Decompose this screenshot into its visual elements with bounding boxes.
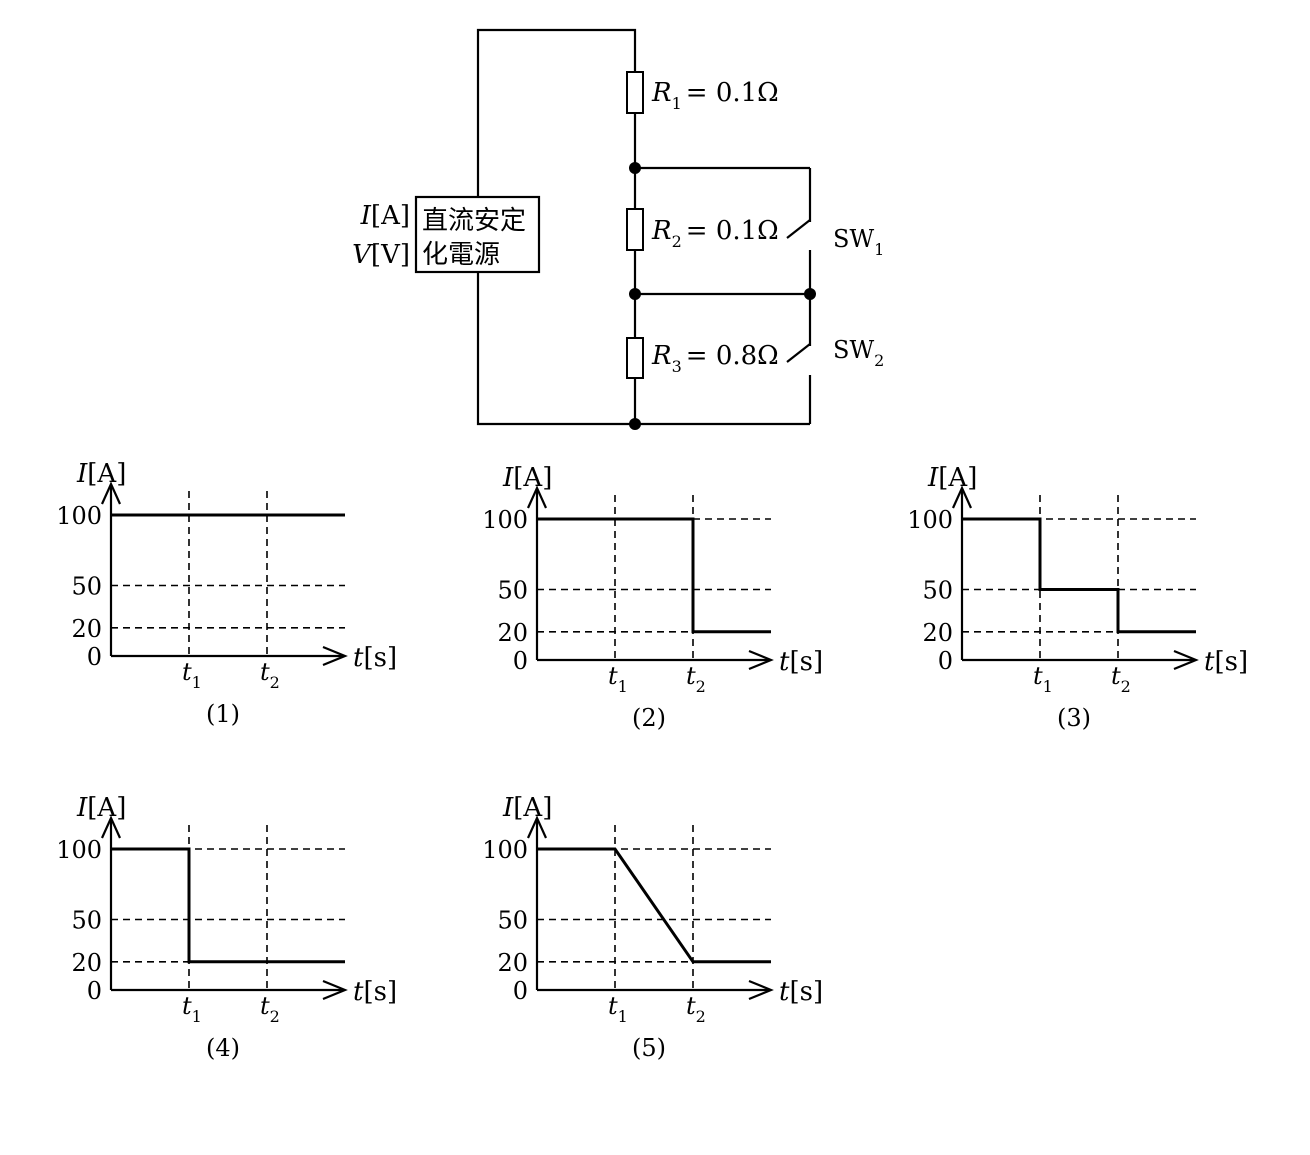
current-curve [537,847,771,964]
x-axis-label: t[s] [353,643,397,673]
x-tick-label-t1: t1 [1033,662,1053,696]
y-axis-arrow [526,485,548,509]
y-tick-label: 20 [497,949,528,977]
y-tick-label: 20 [71,615,102,643]
y-tick-label: 50 [922,577,953,605]
switch-sw2-label: SW2 [833,336,884,370]
x-axis-arrow [748,649,774,671]
graph-panel-3: 100 50 200 I[A] t[s] t1 t2 (3) [907,463,1248,732]
wire-left-loop [476,28,637,426]
x-tick-label-t2: t2 [1111,662,1131,696]
x-tick-label-t2: t2 [260,658,280,692]
y-tick-label: 0 [513,647,528,675]
x-tick-label-t2: t2 [260,992,280,1026]
circuit-diagram: 直流安定 化電源 I[A] V[V] R1= 0.1Ω R2= 0.1Ω R3=… [352,28,884,430]
x-axis-label: t[s] [779,977,823,1007]
current-curve [111,847,345,964]
y-axis-label: I[A] [502,463,552,493]
source-label-line2: 化電源 [422,240,500,270]
graph-panel-4: 100 50 200 I[A] t[s] t1 t2 (4) [56,793,397,1062]
dc-power-supply-box [414,195,541,274]
y-tick-label: 20 [71,949,102,977]
y-axis-arrow [100,815,122,839]
sw2-blade [786,343,811,363]
graph-caption: (1) [206,700,240,728]
x-axis-label: t[s] [779,647,823,677]
x-axis-arrow [1173,649,1199,671]
y-tick-label: 0 [87,977,102,1005]
x-axis-arrow [748,979,774,1001]
x-tick-label-t1: t1 [182,658,202,692]
source-label-line1: 直流安定 [422,206,526,236]
y-axis-label: I[A] [76,793,126,823]
graph-panel-2: 100 50 200 I[A] t[s] t1 t2 (2) [482,463,823,732]
x-axis-arrow [322,645,348,667]
x-axis-label: t[s] [353,977,397,1007]
y-axis-label: I[A] [502,793,552,823]
source-voltage-label: V[V] [352,240,410,270]
y-tick-label: 0 [87,643,102,671]
sw1-blade [786,219,811,239]
junction-dot [804,288,816,300]
resistor-r1 [626,71,644,114]
graph-caption: (3) [1057,704,1091,732]
source-current-label: I[A] [360,201,410,231]
switch-sw1-label: SW1 [833,225,884,259]
y-tick-label: 50 [71,573,102,601]
y-axis-arrow [100,481,122,505]
y-axis-arrow [526,815,548,839]
y-tick-label: 100 [56,502,102,530]
y-tick-label: 100 [482,836,528,864]
y-tick-label: 100 [56,836,102,864]
y-axis-arrow [951,485,973,509]
resistor-r2 [626,208,644,251]
current-curve [537,517,771,634]
x-tick-label-t2: t2 [686,992,706,1026]
junction-dot [629,288,641,300]
graph-caption: (5) [632,1034,666,1062]
y-tick-label: 0 [513,977,528,1005]
y-tick-label: 50 [497,577,528,605]
y-tick-label: 100 [907,506,953,534]
x-axis-arrow [322,979,348,1001]
y-tick-label: 0 [938,647,953,675]
graph-caption: (2) [632,704,666,732]
resistor-r3-label: R3= 0.8Ω [651,341,779,376]
graph-caption: (4) [206,1034,240,1062]
current-curve [962,517,1196,634]
y-tick-label: 20 [497,619,528,647]
junction-dot [629,162,641,174]
graph-panel-5: 100 50 200 I[A] t[s] t1 t2 (5) [482,793,823,1062]
y-tick-label: 50 [71,907,102,935]
y-tick-label: 100 [482,506,528,534]
graph-panel-1: 100 50 200 I[A] t[s] t1 t2 (1) [56,459,397,728]
x-axis-label: t[s] [1204,647,1248,677]
junction-dot [629,418,641,430]
resistor-r2-label: R2= 0.1Ω [651,216,779,251]
x-tick-label-t1: t1 [608,992,628,1026]
x-tick-label-t2: t2 [686,662,706,696]
resistor-r3 [626,337,644,379]
x-tick-label-t1: t1 [608,662,628,696]
resistor-r1-label: R1= 0.1Ω [651,78,779,113]
x-tick-label-t1: t1 [182,992,202,1026]
y-axis-label: I[A] [927,463,977,493]
y-tick-label: 20 [922,619,953,647]
y-axis-label: I[A] [76,459,126,489]
y-tick-label: 50 [497,907,528,935]
